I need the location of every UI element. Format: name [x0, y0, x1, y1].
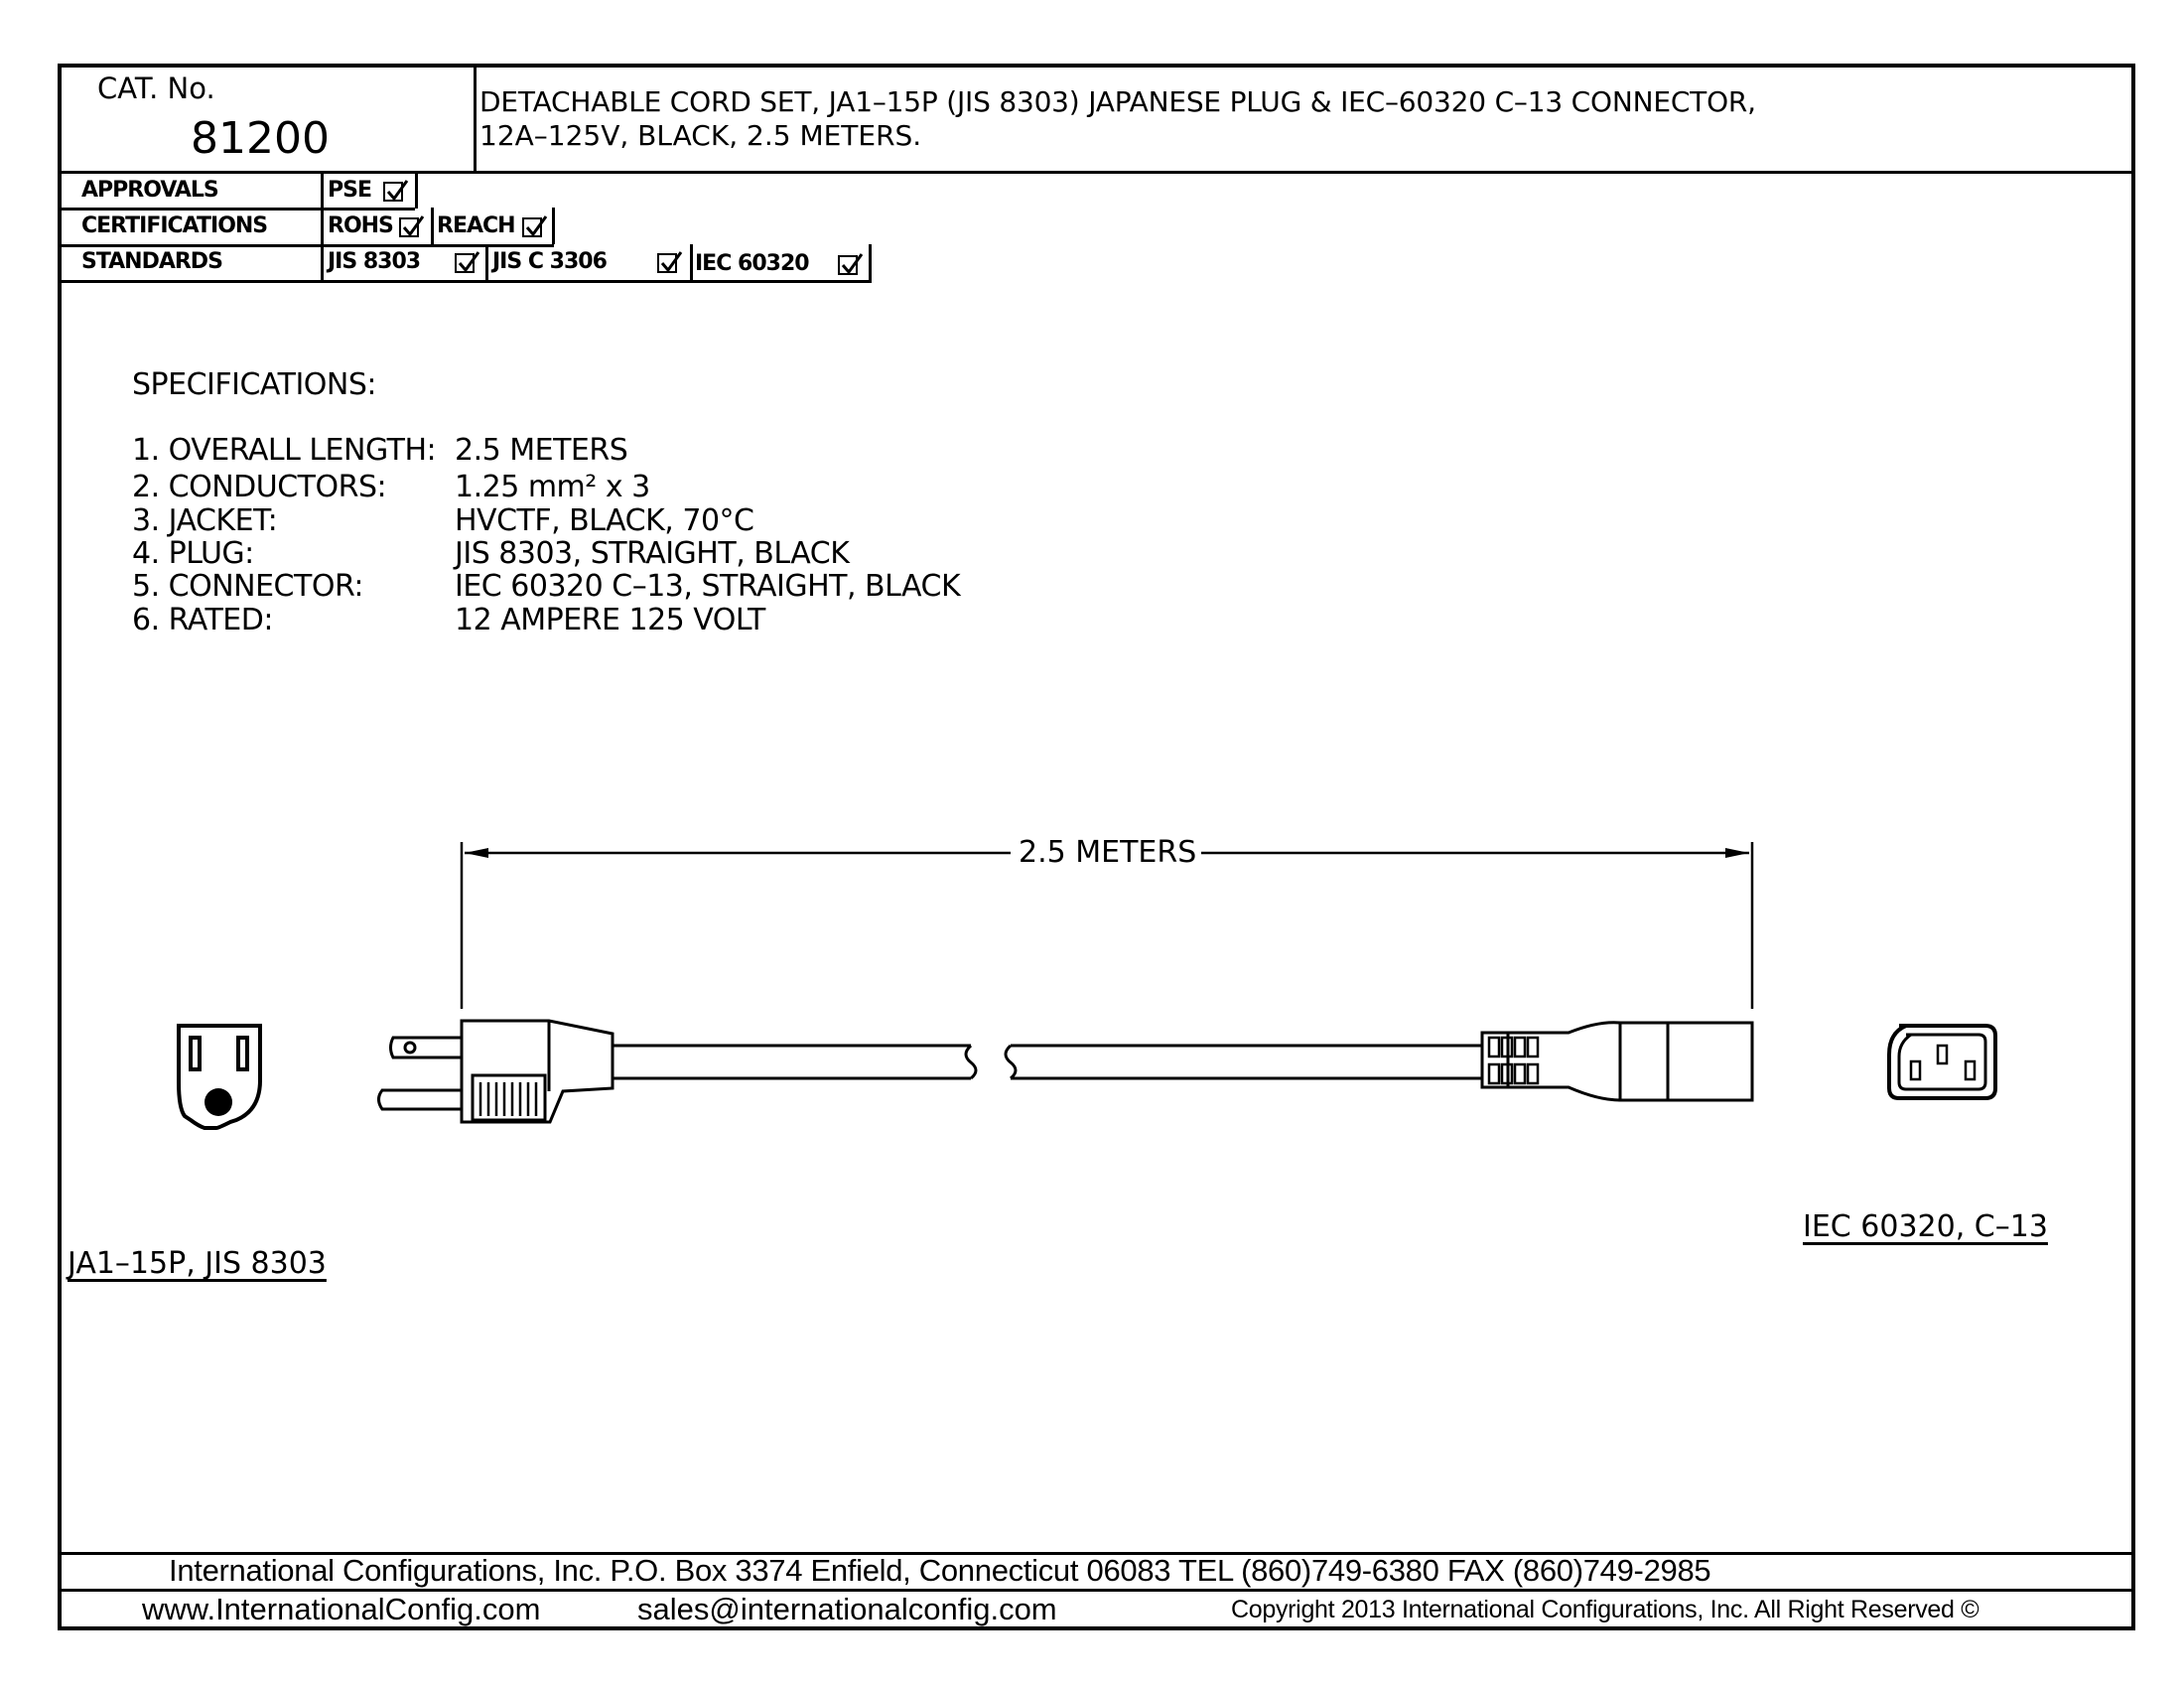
plug-caption: JA1–15P, JIS 8303: [68, 1246, 327, 1281]
pse-cell-right: [415, 173, 418, 209]
standards-label: STANDARDS: [81, 249, 223, 274]
jisc3306-cell-right: [690, 244, 693, 281]
connector-grip-ribs: [1487, 1036, 1540, 1085]
spec-value-rated: 12 AMPERE 125 VOLT: [455, 603, 765, 637]
header-divider: [474, 64, 477, 173]
footer-middle-rule: [58, 1589, 2135, 1592]
spec-value-jacket: HVCTF, BLACK, 70°C: [455, 503, 754, 538]
cert-reach: REACH: [437, 213, 516, 238]
cable: [613, 1044, 1482, 1080]
jis8303-cell-right: [485, 244, 488, 281]
reach-cell-right: [552, 208, 555, 244]
spec-value-connector: IEC 60320 C–13, STRAIGHT, BLACK: [455, 569, 961, 604]
specifications-title: SPECIFICATIONS:: [132, 367, 377, 402]
plug-side-icon: [377, 1019, 614, 1124]
approvals-label: APPROVALS: [81, 178, 219, 203]
connector-side-icon: [1480, 1021, 1754, 1102]
footer-email-link[interactable]: sales@internationalconfig.com: [637, 1592, 1057, 1626]
spec-value-conductors: 1.25 mm² x 3: [455, 470, 650, 504]
connector-face-icon: [1887, 1024, 1997, 1100]
standard-jis-8303: JIS 8303: [328, 249, 421, 274]
compliance-rule-1: [58, 208, 415, 211]
reach-checked-box: [522, 215, 548, 237]
plug-face-ground-pin: [205, 1088, 232, 1116]
dimension-arrow-right: [1725, 848, 1749, 858]
iec60320-checked-box: [838, 253, 864, 275]
rohs-checked-box: [399, 215, 425, 237]
spec-label-plug: 4. PLUG:: [132, 536, 254, 571]
dimension-arrow-left: [465, 848, 488, 858]
spec-value-plug: JIS 8303, STRAIGHT, BLACK: [455, 536, 850, 571]
spec-value-length: 2.5 METERS: [455, 433, 628, 468]
cert-rohs: ROHS: [328, 213, 394, 238]
spec-label-connector: 5. CONNECTOR:: [132, 569, 363, 604]
standard-jis-c-3306: JIS C 3306: [492, 249, 608, 274]
compliance-rule-3: [58, 280, 872, 283]
dimension-label: 2.5 METERS: [1017, 835, 1199, 870]
connector-caption: IEC 60320, C–13: [1803, 1209, 2048, 1244]
standard-iec-60320: IEC 60320: [695, 251, 810, 276]
header-bottom-rule: [58, 171, 2135, 174]
footer-copyright: Copyright 2013 International Configurati…: [1231, 1596, 1979, 1623]
drawing-sheet: [58, 64, 2135, 1630]
plug-grip-ribs: [478, 1082, 538, 1116]
footer-website-link[interactable]: www.InternationalConfig.com: [142, 1592, 541, 1626]
rohs-cell-right: [431, 208, 434, 244]
cat-label: CAT. No.: [97, 71, 215, 105]
iec60320-cell-right: [869, 244, 872, 281]
spec-label-rated: 6. RATED:: [132, 603, 273, 637]
footer-top-rule: [58, 1552, 2135, 1555]
spec-label-length: 1. OVERALL LENGTH:: [132, 433, 437, 468]
jisc3306-checked-box: [657, 251, 683, 273]
certifications-label: CERTIFICATIONS: [81, 213, 268, 238]
compliance-rule-2: [58, 244, 554, 247]
footer-company-line: International Configurations, Inc. P.O. …: [169, 1553, 1711, 1588]
spec-label-conductors: 2. CONDUCTORS:: [132, 470, 387, 504]
plug-face-icon: [177, 1024, 262, 1130]
title-line-2: 12A–125V, BLACK, 2.5 METERS.: [479, 119, 922, 152]
spec-label-jacket: 3. JACKET:: [132, 503, 278, 538]
pse-checked-box: [383, 180, 409, 202]
cat-number: 81200: [191, 113, 330, 164]
title-line-1: DETACHABLE CORD SET, JA1–15P (JIS 8303) …: [479, 85, 1756, 118]
approval-pse: PSE: [328, 178, 372, 203]
compliance-col-divider: [321, 173, 324, 282]
jis8303-checked-box: [455, 251, 480, 273]
